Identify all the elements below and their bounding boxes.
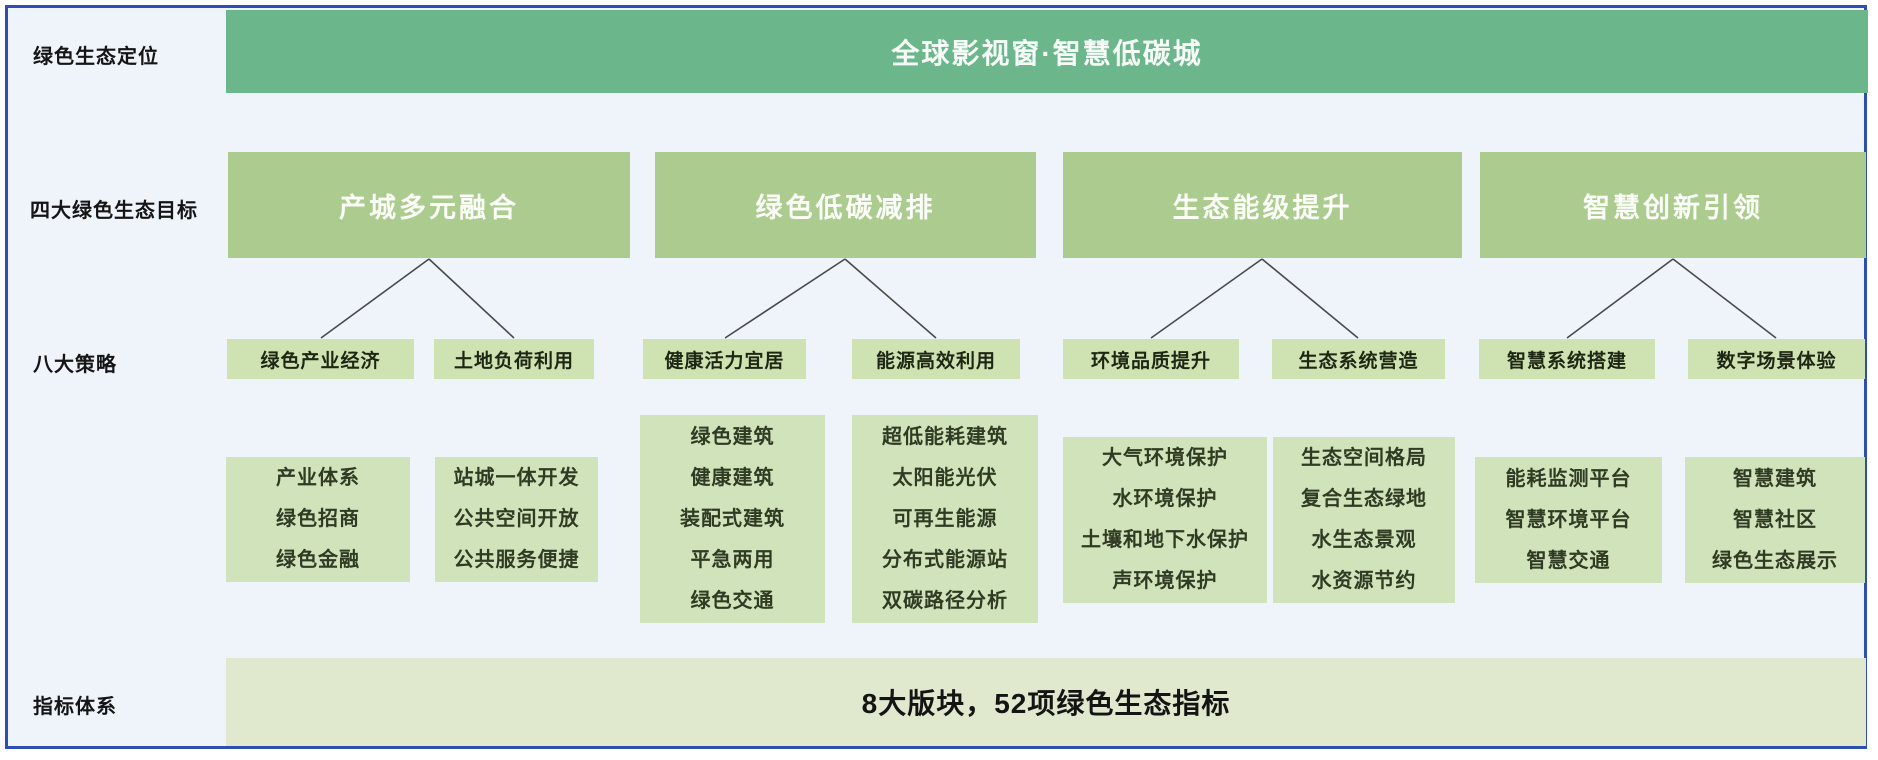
- measure-item: 能耗监测平台: [1505, 467, 1632, 490]
- measure-group: 能耗监测平台 智慧环境平台 智慧交通: [1475, 457, 1662, 583]
- row-label-strategies: 八大策略: [33, 354, 117, 376]
- measure-group: 产业体系 绿色招商 绿色金融: [226, 457, 410, 582]
- strategy-box: 绿色产业经济: [227, 339, 414, 379]
- measure-item: 绿色金融: [276, 549, 360, 571]
- measure-item: 土壤和地下水保护: [1081, 529, 1249, 551]
- measure-item: 绿色生态展示: [1712, 549, 1838, 572]
- measure-group: 智慧建筑 智慧社区 绿色生态展示: [1685, 457, 1865, 583]
- strategy-box: 生态系统营造: [1272, 339, 1445, 379]
- measure-item: 健康建筑: [690, 466, 775, 489]
- measure-group: 绿色建筑 健康建筑 装配式建筑 平急两用 绿色交通: [640, 415, 825, 623]
- measure-item: 智慧社区: [1733, 508, 1817, 531]
- measure-item: 装配式建筑: [680, 507, 785, 530]
- row-label-indicators: 指标体系: [33, 696, 117, 718]
- measure-group: 站城一体开发 公共空间开放 公共服务便捷: [435, 457, 598, 582]
- row-label-goals: 四大绿色生态目标: [30, 200, 198, 222]
- measure-group: 超低能耗建筑 太阳能光伏 可再生能源 分布式能源站 双碳路径分析: [852, 415, 1038, 623]
- measure-item: 大气环境保护: [1102, 447, 1228, 469]
- positioning-banner: 全球影视窗·智慧低碳城: [226, 10, 1868, 93]
- measure-item: 水生态景观: [1311, 529, 1417, 551]
- measure-item: 产业体系: [276, 467, 360, 489]
- measure-item: 超低能耗建筑: [882, 425, 1008, 448]
- measure-item: 公共空间开放: [453, 508, 580, 530]
- measure-item: 分布式能源站: [882, 548, 1008, 571]
- goal-box: 绿色低碳减排: [655, 152, 1036, 258]
- measure-item: 太阳能光伏: [892, 466, 998, 489]
- goal-box: 生态能级提升: [1063, 152, 1462, 258]
- measure-item: 智慧交通: [1526, 549, 1611, 572]
- measure-item: 智慧环境平台: [1505, 508, 1632, 531]
- strategy-box: 环境品质提升: [1063, 339, 1239, 379]
- goal-box: 产城多元融合: [228, 152, 630, 258]
- measure-item: 平急两用: [690, 548, 775, 571]
- row-label-positioning: 绿色生态定位: [33, 46, 159, 68]
- measure-item: 生态空间格局: [1301, 447, 1427, 469]
- strategy-box: 能源高效利用: [852, 339, 1020, 379]
- measure-item: 绿色交通: [690, 589, 775, 612]
- measure-item: 水资源节约: [1311, 570, 1417, 592]
- measure-item: 公共服务便捷: [453, 549, 580, 571]
- strategy-box: 健康活力宜居: [643, 339, 806, 379]
- goal-box: 智慧创新引领: [1480, 152, 1866, 258]
- measure-item: 绿色招商: [276, 508, 360, 530]
- measure-item: 可再生能源: [892, 507, 998, 530]
- measure-item: 水环境保护: [1112, 488, 1218, 510]
- indicator-banner: 8大版块，52项绿色生态指标: [226, 658, 1866, 746]
- measure-item: 智慧建筑: [1733, 467, 1817, 490]
- measure-item: 双碳路径分析: [882, 589, 1008, 612]
- measure-group: 生态空间格局 复合生态绿地 水生态景观 水资源节约: [1273, 437, 1455, 603]
- strategy-box: 土地负荷利用: [434, 339, 594, 379]
- strategy-box: 智慧系统搭建: [1479, 339, 1655, 379]
- measure-item: 声环境保护: [1112, 570, 1218, 592]
- measure-group: 大气环境保护 水环境保护 土壤和地下水保护 声环境保护: [1063, 437, 1267, 603]
- strategy-box: 数字场景体验: [1688, 339, 1865, 379]
- measure-item: 绿色建筑: [690, 425, 775, 448]
- measure-item: 复合生态绿地: [1301, 488, 1427, 510]
- measure-item: 站城一体开发: [453, 467, 580, 489]
